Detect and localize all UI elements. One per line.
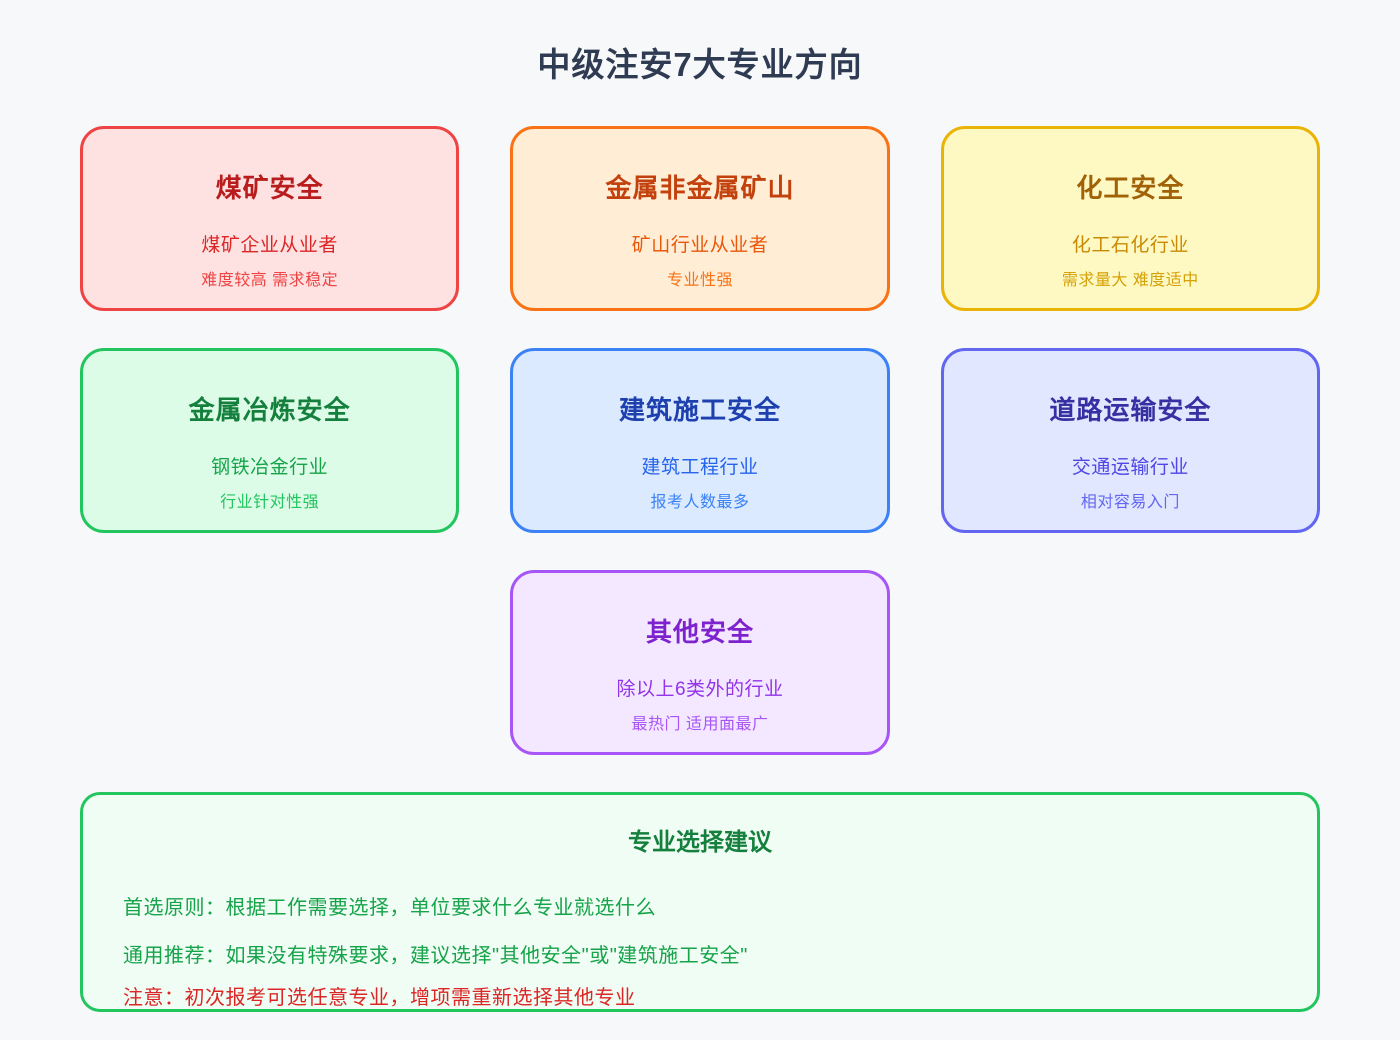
card-title: 金属非金属矿山 [605,173,795,203]
card-subtitle: 矿山行业从业者 [631,235,769,256]
card-other-safety: 其他安全 除以上6类外的行业 最热门 适用面最广 [510,570,890,755]
card-note: 最热门 适用面最广 [631,716,769,733]
card-subtitle: 建筑工程行业 [641,457,759,478]
card-title: 化工安全 [1076,173,1185,203]
card-title: 金属冶炼安全 [188,395,351,425]
card-title: 其他安全 [645,617,754,647]
page-title: 中级注安7大专业方向 [537,46,863,83]
advice-line-general-recommendation: 通用推荐：如果没有特殊要求，建议选择"其他安全"或"建筑施工安全" [123,945,748,967]
card-note: 相对容易入门 [1080,494,1180,511]
card-note: 专业性强 [666,272,733,289]
card-subtitle: 交通运输行业 [1071,457,1189,478]
card-note: 报考人数最多 [650,494,750,511]
card-metal-nonmetal-mine: 金属非金属矿山 矿山行业从业者 专业性强 [510,126,890,311]
advice-line-first-principle: 首选原则：根据工作需要选择，单位要求什么专业就选什么 [123,897,656,919]
card-chemical-safety: 化工安全 化工石化行业 需求量大 难度适中 [940,126,1320,311]
card-construction-safety: 建筑施工安全 建筑工程行业 报考人数最多 [510,348,890,533]
card-road-transport-safety: 道路运输安全 交通运输行业 相对容易入门 [940,348,1320,533]
advice-line-notice: 注意：初次报考可选任意专业，增项需重新选择其他专业 [123,987,636,1009]
card-title: 煤矿安全 [215,173,324,203]
card-subtitle: 除以上6类外的行业 [616,679,784,700]
specialty-cards-grid: 煤矿安全 煤矿企业从业者 难度较高 需求稳定 金属非金属矿山 矿山行业从业者 专… [80,126,1320,755]
card-subtitle: 化工石化行业 [1071,235,1189,256]
card-subtitle: 煤矿企业从业者 [201,235,338,256]
card-metal-smelting-safety: 金属冶炼安全 钢铁冶金行业 行业针对性强 [80,348,460,533]
card-title: 道路运输安全 [1049,395,1212,425]
card-subtitle: 钢铁冶金行业 [211,457,329,478]
card-note: 难度较高 需求稳定 [201,272,339,289]
card-title: 建筑施工安全 [618,395,781,425]
card-coal-mine-safety: 煤矿安全 煤矿企业从业者 难度较高 需求稳定 [80,126,460,311]
advice-box: 专业选择建议 首选原则：根据工作需要选择，单位要求什么专业就选什么 通用推荐：如… [80,792,1320,1012]
card-note: 行业针对性强 [220,494,320,511]
advice-title: 专业选择建议 [628,829,772,856]
card-note: 需求量大 难度适中 [1061,272,1199,289]
